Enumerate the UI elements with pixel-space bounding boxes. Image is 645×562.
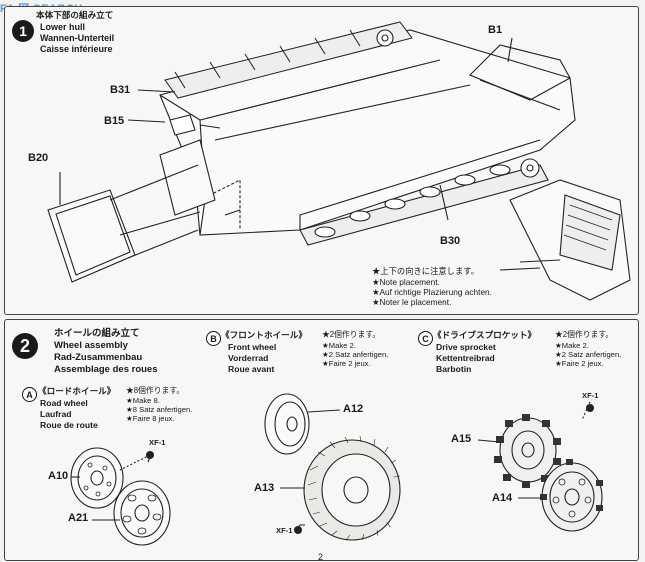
part-label-a10: A10 xyxy=(48,470,69,482)
front-wheel-make-fr: ★Faire 2 jeux. xyxy=(322,359,371,368)
part-label-b1: B1 xyxy=(488,24,503,36)
page-number: 2 xyxy=(318,552,324,562)
road-wheel-qty-jp: ★8個作ります。 xyxy=(126,386,185,395)
step1-title-fr: Caisse inférieure xyxy=(40,44,113,54)
step1-title-en: Lower hull xyxy=(40,22,85,32)
front-wheel-qty-jp: ★2個作ります。 xyxy=(322,330,381,339)
drive-sprocket-badge: C xyxy=(418,331,433,346)
step2-title-en: Wheel assembly xyxy=(54,340,128,351)
road-wheel-a10-drawing xyxy=(70,447,124,509)
placement-note-fr: ★Noter le placement. xyxy=(372,297,452,307)
drive-sprocket-name-de: Kettentreibrad xyxy=(436,353,495,363)
road-wheel-name-en: Road wheel xyxy=(40,398,88,408)
part-label-a21: A21 xyxy=(68,512,89,524)
front-wheel-make-en: ★Make 2. xyxy=(322,341,356,350)
part-label-a12: A12 xyxy=(343,403,364,415)
part-label-b20: B20 xyxy=(28,152,49,164)
step2-number-badge: 2 xyxy=(12,333,38,359)
drive-sprocket-qty-jp: ★2個作ります。 xyxy=(555,330,614,339)
drive-sprocket-name-en: Drive sprocket xyxy=(436,342,496,352)
road-wheel-make-de: ★8 Satz anfertigen. xyxy=(126,405,193,414)
road-wheel-title-jp: 《ロードホイール》 xyxy=(38,386,116,396)
step1-title-de: Wannen-Unterteil xyxy=(40,33,115,43)
part-label-a13: A13 xyxy=(254,482,275,494)
paint-label-xf1-road: XF-1 xyxy=(149,438,166,447)
drive-sprocket-make-en: ★Make 2. xyxy=(555,341,589,350)
front-wheel-badge: B xyxy=(206,331,221,346)
front-wheel-name-fr: Roue avant xyxy=(228,364,275,374)
xf1-paint-dot-front xyxy=(294,526,302,534)
paint-label-xf1-sprocket: XF-1 xyxy=(582,391,599,400)
road-wheel-make-en: ★Make 8. xyxy=(126,396,160,405)
step1-title-jp: 本体下部の組み立て xyxy=(36,10,114,20)
road-wheel-name-fr: Roue de route xyxy=(40,420,98,430)
part-label-a15: A15 xyxy=(451,433,472,445)
step2-title-de: Rad-Zusammenbau xyxy=(54,352,143,363)
xf1-paint-dot-road xyxy=(146,451,154,459)
part-label-b30: B30 xyxy=(440,235,461,247)
part-label-b15: B15 xyxy=(104,115,125,127)
step2-title-jp: ホイールの組み立て xyxy=(54,328,140,339)
part-label-b31: B31 xyxy=(110,84,131,96)
step1-number-badge: 1 xyxy=(12,20,34,42)
placement-note-en: ★Note placement. xyxy=(372,277,440,287)
paint-label-xf1-front: XF-1 xyxy=(276,526,293,535)
step2-title-fr: Assemblage des roues xyxy=(54,364,158,375)
drive-sprocket-make-de: ★2 Satz anfertigen. xyxy=(555,350,622,359)
road-wheel-name-de: Laufrad xyxy=(40,409,72,419)
drive-sprocket-a15-drawing xyxy=(499,417,557,483)
drive-sprocket-a14-drawing xyxy=(541,462,603,532)
front-wheel-name-de: Vorderrad xyxy=(228,353,269,363)
drive-sprocket-name-fr: Barbotin xyxy=(436,364,472,374)
front-wheel-make-de: ★2 Satz anfertigen. xyxy=(322,350,389,359)
placement-note-jp: ★上下の向きに注意します。 xyxy=(372,266,480,276)
xf1-paint-dot-sprocket xyxy=(586,404,594,412)
part-label-a14: A14 xyxy=(492,492,513,504)
front-wheel-title-jp: 《フロントホイール》 xyxy=(221,330,307,340)
drive-sprocket-make-fr: ★Faire 2 jeux. xyxy=(555,359,604,368)
placement-note-de: ★Auf richtige Plazierung achten. xyxy=(372,287,492,297)
road-wheel-badge: A xyxy=(22,387,37,402)
road-wheel-make-fr: ★Faire 8 jeux. xyxy=(126,414,175,423)
front-wheel-name-en: Front wheel xyxy=(228,342,277,352)
drive-sprocket-title-jp: 《ドライブスプロケット》 xyxy=(433,330,537,340)
road-wheel-a21-drawing xyxy=(113,480,171,546)
